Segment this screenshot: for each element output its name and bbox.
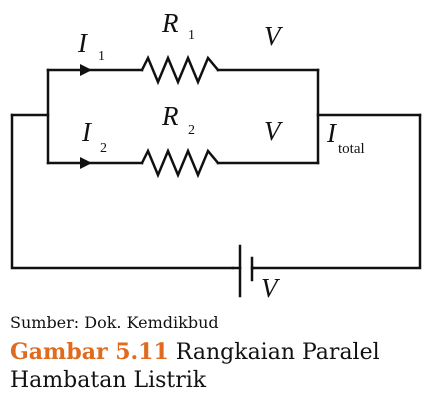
label-v-bottom: V [264, 116, 284, 146]
resistor-r1 [140, 54, 220, 86]
label-i2-subscript: 2 [100, 141, 107, 156]
label-i1: I [77, 28, 89, 58]
label-v-top: V [264, 21, 284, 51]
label-i1-subscript: 1 [98, 49, 105, 64]
label-i-total-subscript: total [338, 141, 365, 157]
resistor-r2 [140, 147, 220, 179]
source-credit: Sumber: Dok. Kemdikbud [10, 313, 219, 332]
parallel-circuit-diagram: I 1 R 1 V I 2 R 2 V I total V [10, 8, 422, 303]
figure-title: Rangkaian Paralel Hambatan Listrik [10, 340, 380, 393]
current-arrow-i1 [80, 64, 92, 76]
label-v-source: V [261, 273, 281, 303]
figure-number: Gambar 5.11 [10, 339, 169, 365]
figure-caption: Gambar 5.11 Rangkaian Paralel Hambatan L… [10, 338, 425, 395]
label-r2-subscript: 2 [188, 123, 195, 138]
wire-left-outer [10, 113, 235, 270]
label-r1-subscript: 1 [188, 28, 195, 43]
label-r2: R [161, 101, 179, 131]
label-r1: R [161, 8, 179, 38]
current-arrow-i2 [80, 157, 92, 169]
wire-right-outer [251, 113, 422, 270]
label-i-total: I [326, 118, 338, 148]
label-i2: I [81, 117, 93, 147]
